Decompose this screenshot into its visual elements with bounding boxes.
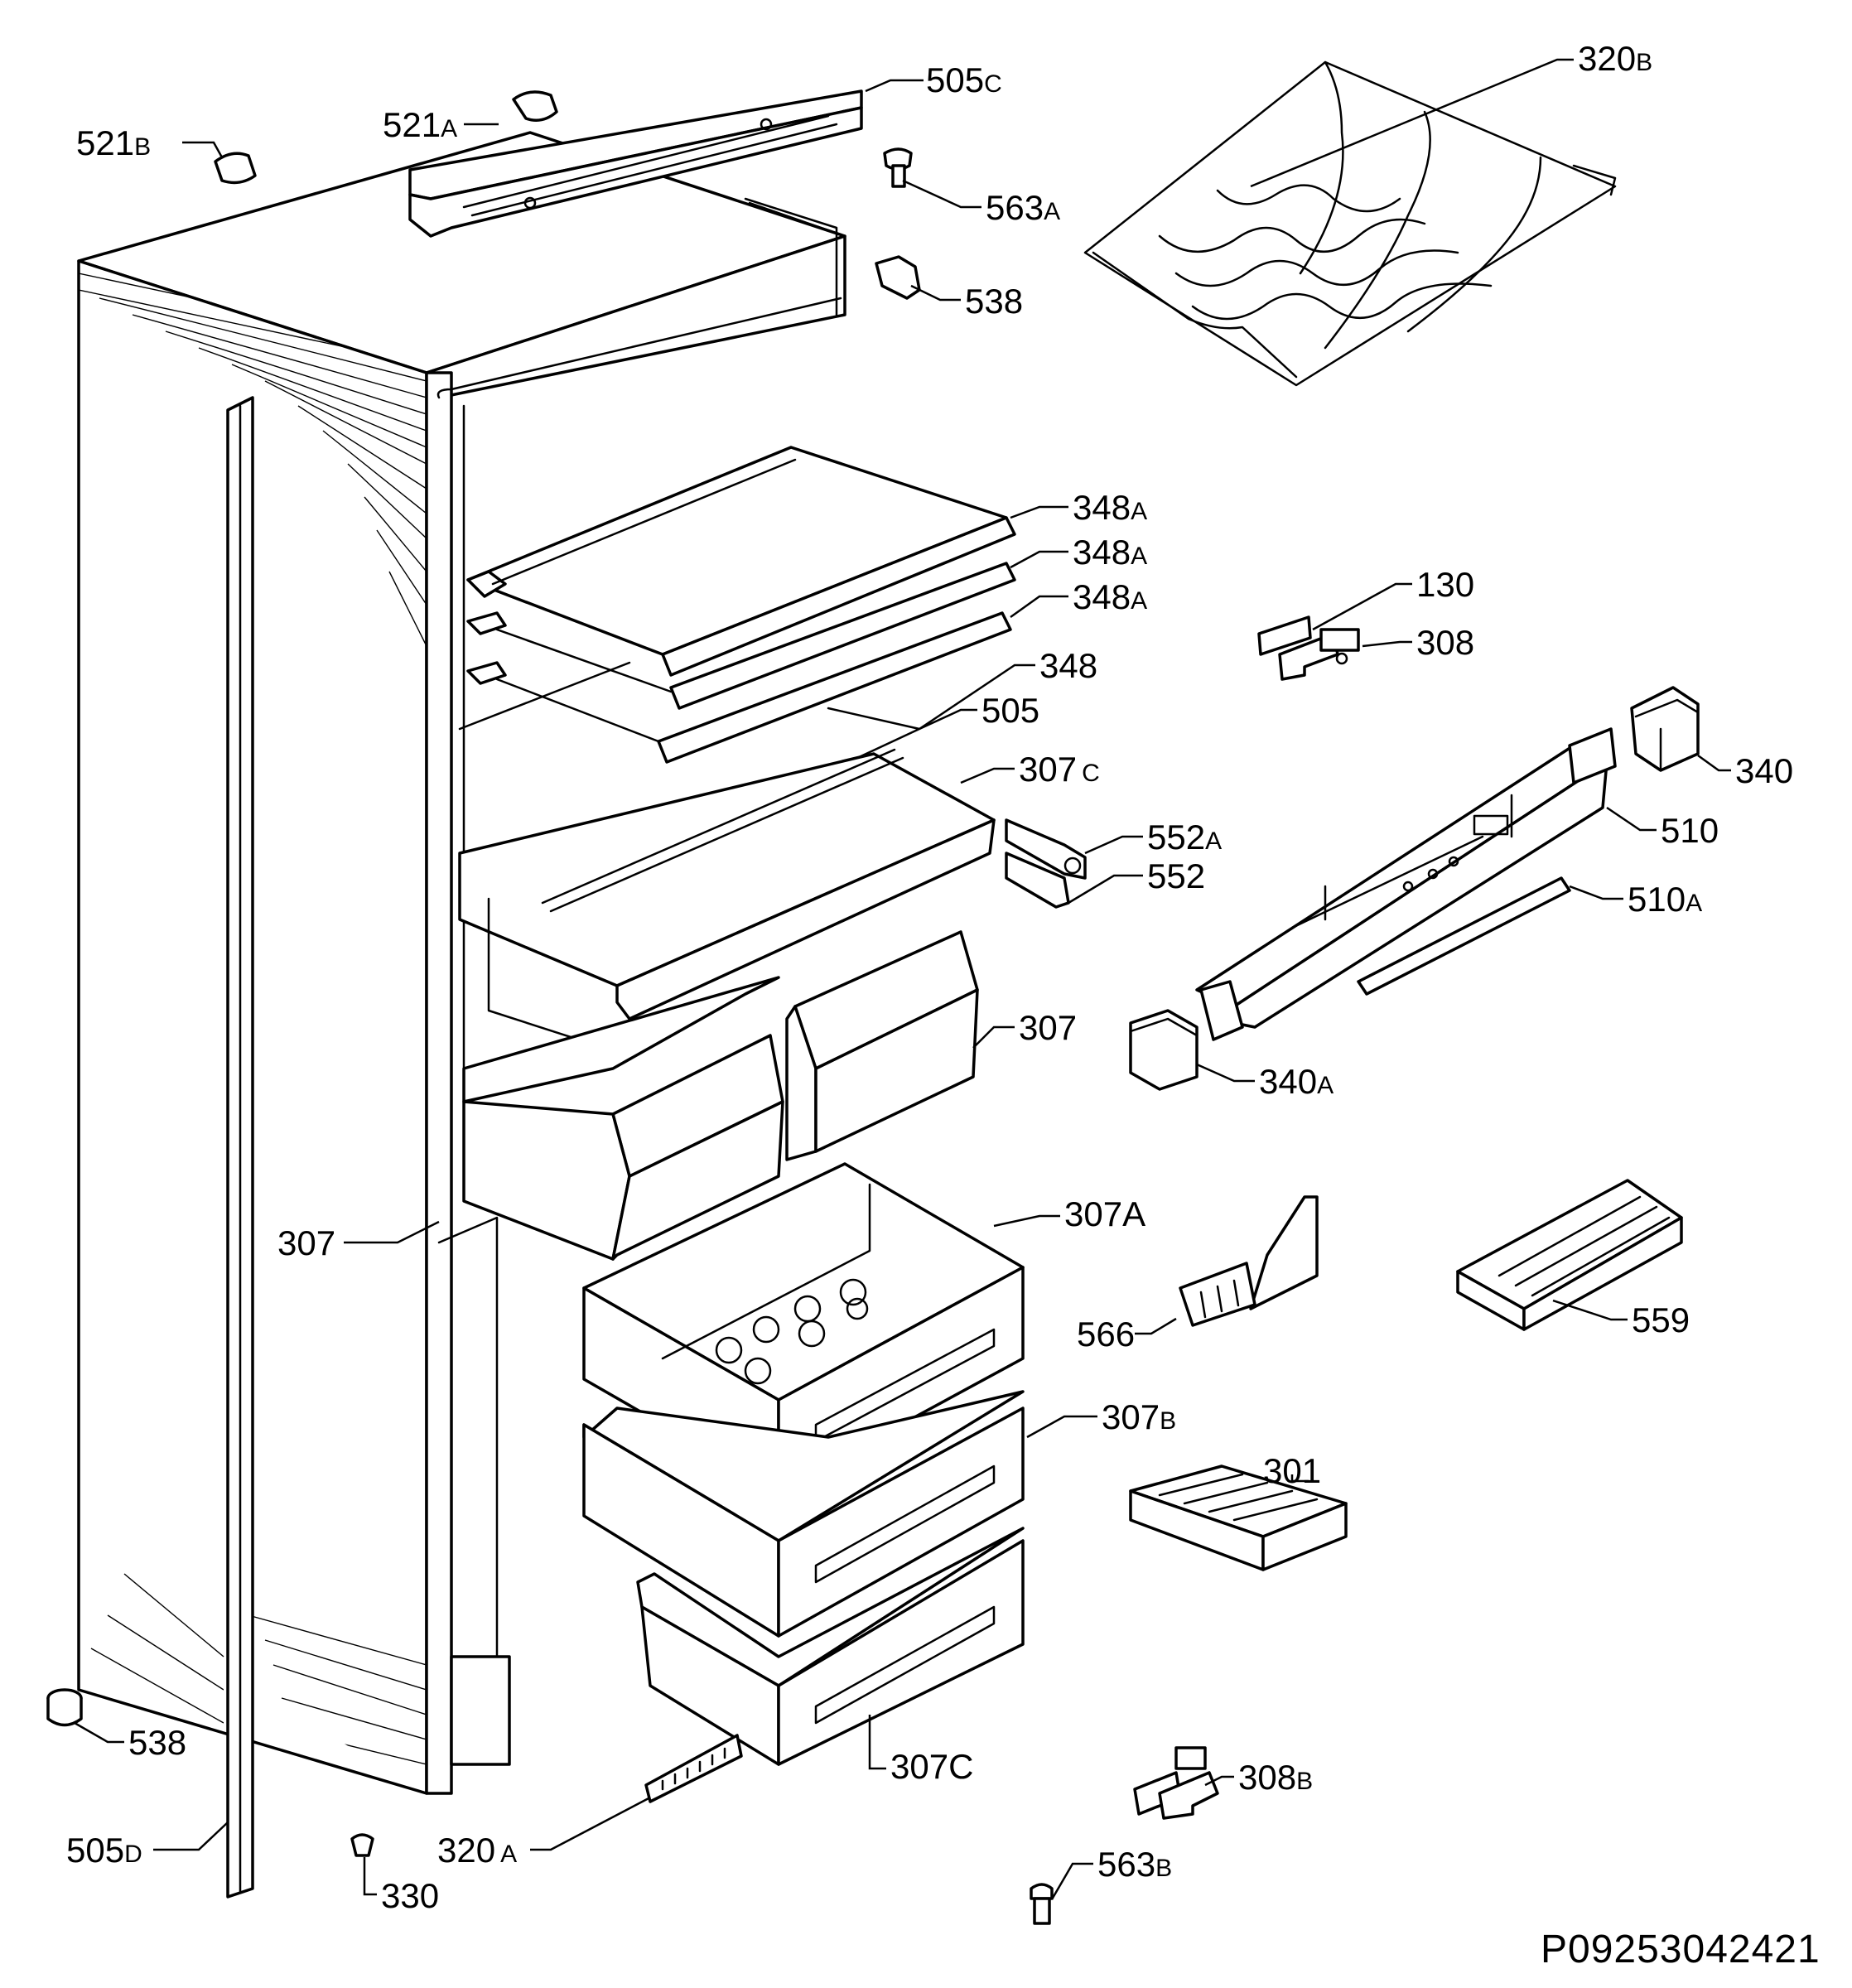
label-308B: 308B [1238, 1758, 1314, 1797]
ice-scraper-566 [1179, 1195, 1319, 1327]
document-id: P09253042421 [1541, 1928, 1821, 1971]
label-340: 340 [1735, 751, 1794, 790]
label-330: 330 [381, 1876, 440, 1915]
label-552A: 552A [1147, 818, 1223, 856]
label-301: 301 [1263, 1451, 1322, 1490]
label-307A: 307A [1064, 1194, 1146, 1233]
label-552: 552 [1147, 856, 1206, 895]
label-521B: 521B [76, 123, 152, 162]
vegetable-drawer-307-right [785, 930, 979, 1161]
label-566: 566 [1077, 1315, 1136, 1353]
label-348A-2: 348A [1073, 533, 1148, 572]
hinge-pin-563B [1030, 1883, 1054, 1925]
label-348: 348 [1039, 646, 1098, 685]
crisper-cover-307C [458, 748, 996, 1054]
label-307B: 307B [1102, 1397, 1177, 1436]
ice-tray-559 [1456, 1179, 1683, 1331]
leader-lines [74, 58, 1731, 1900]
screw-330 [350, 1833, 374, 1857]
end-cap-340A [1129, 1009, 1198, 1091]
ice-tray-301 [1129, 1464, 1348, 1571]
hinge-130-308 [1257, 615, 1360, 681]
label-307-drawer: 307 [1019, 1008, 1078, 1047]
drawer-slide-552A-552 [1005, 818, 1087, 909]
label-130: 130 [1416, 565, 1475, 604]
label-505: 505 [981, 691, 1040, 730]
label-538-top: 538 [965, 282, 1024, 321]
foot-538 [46, 1688, 83, 1727]
label-348A-3: 348A [1073, 577, 1148, 616]
trim-strip-510A [1357, 876, 1571, 996]
freezer-drawer-307B [582, 1390, 1025, 1638]
wine-rack-320B [1083, 60, 1617, 387]
glass-shelf-348A-bottom [466, 611, 1012, 764]
label-510: 510 [1661, 811, 1719, 850]
label-340A: 340A [1259, 1062, 1334, 1101]
label-510A: 510A [1628, 880, 1703, 919]
label-320B: 320B [1578, 39, 1653, 78]
vegetable-drawer-307-left [462, 976, 784, 1261]
label-563A: 563A [986, 188, 1061, 227]
label-348A-1: 348A [1073, 488, 1148, 527]
label-521A: 521A [383, 105, 458, 144]
label-307-cabinet: 307 [277, 1223, 336, 1262]
hinge-pin-563A [883, 147, 913, 188]
bottom-hinge-308B [1133, 1746, 1219, 1820]
end-cap-340 [1630, 686, 1700, 772]
label-307C-drawer: 307C [890, 1747, 974, 1786]
label-538-foot: 538 [128, 1723, 187, 1762]
top-hinge-plate-505C [408, 89, 863, 238]
glass-shelf-348A-top [466, 446, 1016, 677]
glass-shelf-348A-middle [466, 562, 1016, 710]
label-308: 308 [1416, 623, 1475, 662]
freezer-drawer-307C [636, 1527, 1025, 1766]
shelf-348 [458, 661, 631, 731]
label-563B: 563B [1097, 1845, 1173, 1884]
door-gasket-505D [226, 396, 254, 1899]
label-559: 559 [1632, 1300, 1690, 1339]
label-505C: 505C [926, 60, 1002, 99]
label-505D: 505D [66, 1831, 142, 1870]
vent-grille-320A [644, 1734, 743, 1803]
bracket-538-top [875, 255, 921, 300]
cap-521A [512, 90, 558, 122]
control-panel-510 [1195, 727, 1617, 1041]
cap-521B [214, 152, 257, 185]
